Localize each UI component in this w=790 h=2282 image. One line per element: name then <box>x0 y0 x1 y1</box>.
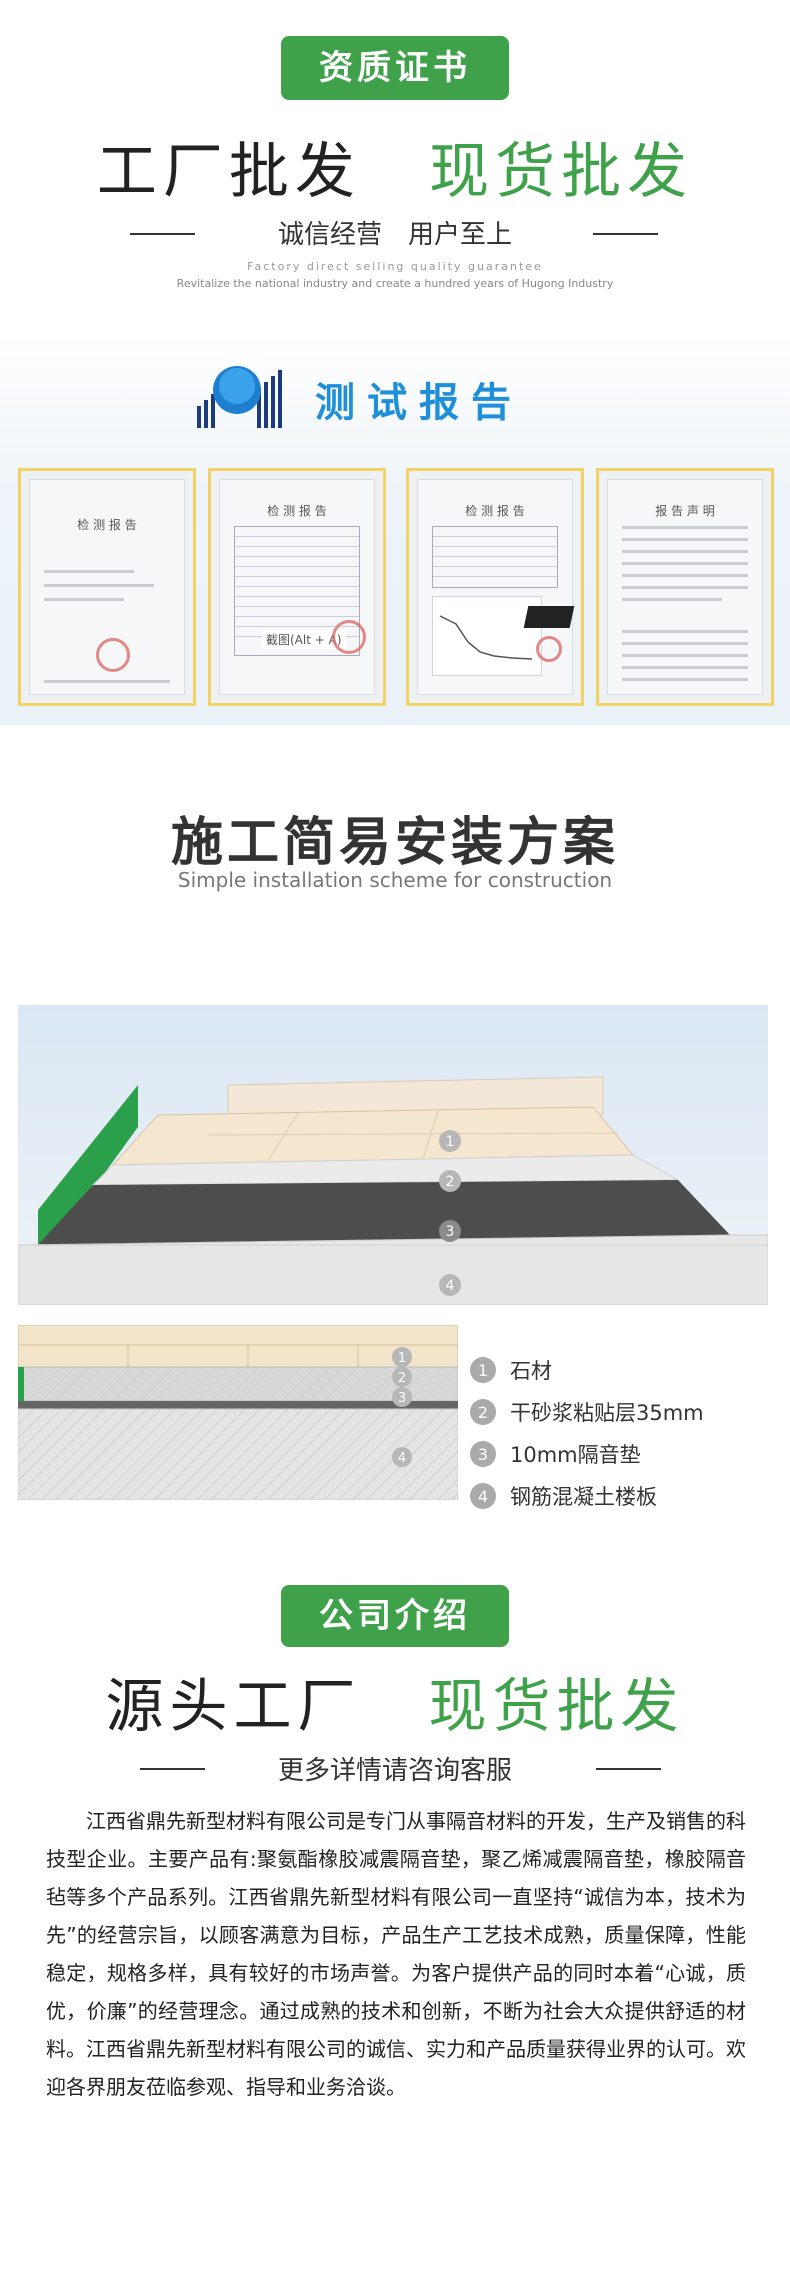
report-logo-icon <box>197 366 282 428</box>
company-divider-right <box>596 1768 661 1770</box>
cross-section-diagram: 1 2 3 4 <box>18 1325 458 1500</box>
install-title: 施工简易安装方案 <box>170 813 619 873</box>
screenshot-stamp: 截图(Alt + A) <box>262 630 346 649</box>
company-divider-left <box>140 1768 205 1770</box>
legend-item-3: 3 10mm隔音垫 <box>470 1438 641 1470</box>
install-subtitle: Simple installation scheme for construct… <box>177 868 613 892</box>
graph-chart-icon <box>432 596 542 676</box>
report-title: 测试报告 <box>315 380 523 426</box>
section-number-2: 2 <box>398 1371 406 1386</box>
headline: 工厂批发 现货批发 <box>0 132 790 212</box>
divider-left <box>130 233 195 235</box>
headline-green: 现货批发 <box>429 137 694 207</box>
certificate-1-title: 检 测 报 告 <box>77 518 137 532</box>
legend-label-1: 石材 <box>510 1359 552 1383</box>
section-number-3: 3 <box>398 1391 406 1406</box>
tagline: 诚信经营 用户至上 <box>277 220 512 250</box>
certificate-4-title: 报 告 声 明 <box>655 504 715 518</box>
legend-number-4: 4 <box>470 1483 496 1509</box>
installation-3d-diagram: 1 2 3 4 <box>18 1005 768 1305</box>
layer-number-1: 1 <box>446 1134 455 1150</box>
company-headline-black: 源头工厂 <box>105 1672 362 1740</box>
legend-number-2: 2 <box>470 1399 496 1425</box>
certificate-4[interactable]: 报 告 声 明 <box>596 468 774 706</box>
legend-item-1: 1 石材 <box>470 1354 552 1386</box>
company-badge: 公司介绍 <box>281 1585 509 1647</box>
red-seal <box>96 638 130 672</box>
qualification-badge: 资质证书 <box>281 36 509 100</box>
company-tagline: 更多详情请咨询客服 <box>277 1756 512 1786</box>
certificate-2[interactable]: 检 测 报 告 截图(Alt + A) <box>208 468 386 706</box>
company-intro-paragraph: 江西省鼎先新型材料有限公司是专门从事隔音材料的开发，生产及销售的科技型企业。主要… <box>46 1809 746 2099</box>
legend-label-3: 10mm隔音垫 <box>510 1443 641 1467</box>
legend-item-4: 4 钢筋混凝土楼板 <box>470 1480 657 1512</box>
company-headline: 源头工厂 现货批发 <box>0 1668 790 1744</box>
section-number-1: 1 <box>398 1351 406 1366</box>
red-seal <box>332 620 366 654</box>
certificate-3-title: 检 测 报 告 <box>465 504 525 518</box>
layer-number-2: 2 <box>446 1174 455 1190</box>
english-line-1: Factory direct selling quality guarantee <box>247 260 543 273</box>
english-line-2: Revitalize the national industry and cre… <box>176 277 614 290</box>
certificate-1[interactable]: 检 测 报 告 <box>18 468 196 706</box>
legend-number-3: 3 <box>470 1441 496 1467</box>
section-number-4: 4 <box>398 1451 406 1466</box>
company-headline-green: 现货批发 <box>428 1672 685 1740</box>
red-seal <box>536 636 562 662</box>
legend-label-2: 干砂浆粘贴层35mm <box>510 1401 704 1425</box>
layer-number-3: 3 <box>446 1224 455 1240</box>
certificate-3[interactable]: 检 测 报 告 <box>406 468 584 706</box>
divider-right <box>593 233 658 235</box>
legend-label-4: 钢筋混凝土楼板 <box>510 1485 657 1509</box>
certificate-2-title: 检 测 报 告 <box>267 504 327 518</box>
legend-number-1: 1 <box>470 1357 496 1383</box>
sample-image <box>523 606 575 628</box>
headline-black: 工厂批发 <box>96 137 361 207</box>
report-logo <box>195 360 290 430</box>
legend-item-2: 2 干砂浆粘贴层35mm <box>470 1396 704 1428</box>
layer-number-4: 4 <box>446 1278 455 1294</box>
